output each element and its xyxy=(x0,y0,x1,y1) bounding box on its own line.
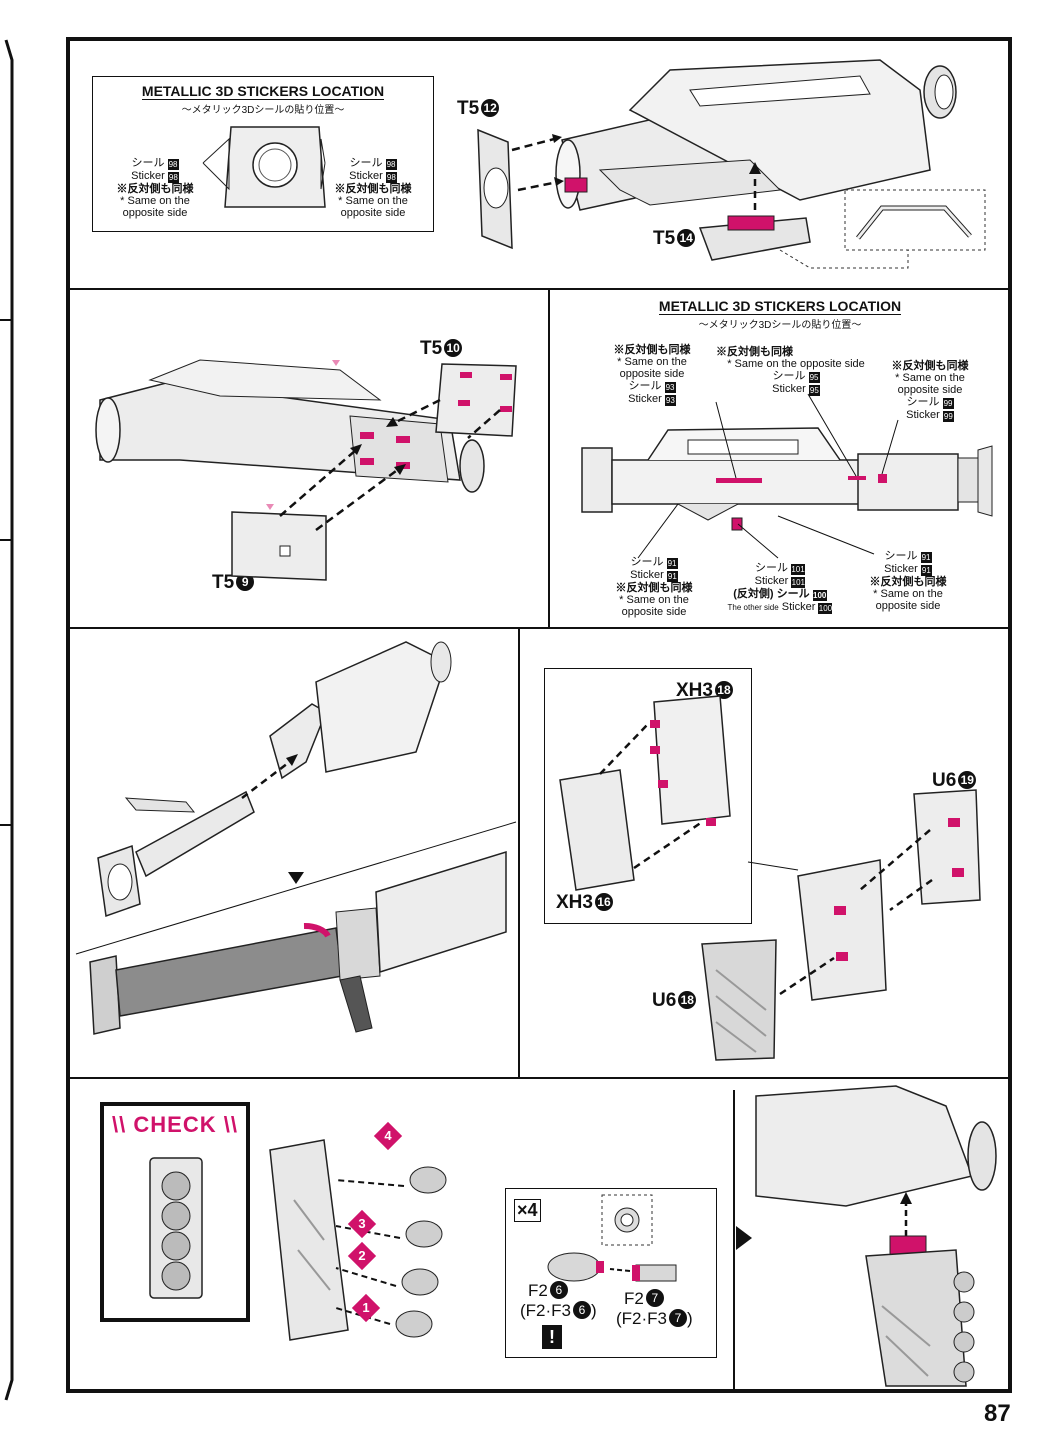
sticker-95-label: ※反対側も同様 * Same on the opposite side シール … xyxy=(716,346,865,396)
page-number: 87 xyxy=(984,1400,1011,1427)
sticker-91b-label: シール 91 Sticker 91 ※反対側も同様 * Same on the … xyxy=(869,550,947,612)
multiplier-label: ×4 xyxy=(514,1199,541,1222)
shield-assembly-drawing xyxy=(559,695,981,1061)
row-divider-3 xyxy=(66,1077,1012,1079)
sticker-98-left-label: シール 98 Sticker 98 ※反対側も同様 * Same on the … xyxy=(116,157,194,219)
warning-icon: ! xyxy=(542,1325,562,1349)
rotation-assembly-drawing xyxy=(75,641,517,1035)
check-magazine-drawing xyxy=(149,1157,203,1299)
sticker-91a-label: シール 91 Sticker 91 ※反対側も同様 * Same on the … xyxy=(615,556,693,618)
next-step-arrow-icon xyxy=(736,1226,752,1250)
marker-3: 3 xyxy=(347,1209,377,1239)
stickers-title-2: METALLIC 3D STICKERS LOCATION xyxy=(658,298,902,315)
sticker-93-label: ※反対側も同様 * Same on the opposite side シール … xyxy=(613,344,691,406)
sticker-plate-drawing xyxy=(202,126,326,208)
sticker-99-label: ※反対側も同様 * Same on the opposite side シール … xyxy=(891,360,969,422)
launcher-side-view xyxy=(581,393,993,559)
check-label: \\ CHECK \\ xyxy=(112,1112,238,1137)
launcher-assembly-drawing-1 xyxy=(477,59,986,269)
marker-2: 2 xyxy=(347,1241,377,1271)
col-divider-4 xyxy=(733,1090,735,1392)
page-frame xyxy=(66,37,1012,1393)
sticker-location-box-1: METALLIC 3D STICKERS LOCATION 〜メタリック3Dシー… xyxy=(92,76,434,232)
row-divider-1 xyxy=(66,288,1012,290)
stickers-box-title: METALLIC 3D STICKERS LOCATION xyxy=(141,83,385,100)
launcher-assembly-drawing-2 xyxy=(95,359,517,581)
row-divider-2 xyxy=(66,627,1012,629)
sticker-location-header-2: METALLIC 3D STICKERS LOCATION 〜メタリック3Dシー… xyxy=(560,298,1000,331)
stickers-box-subtitle: 〜メタリック3Dシールの貼り位置〜 xyxy=(181,105,345,116)
check-box: \\ CHECK \\ xyxy=(100,1102,250,1322)
stickers-subtitle-2: 〜メタリック3Dシールの貼り位置〜 xyxy=(698,320,862,331)
marker-4: 4 xyxy=(373,1121,403,1151)
sticker-98-right-label: シール 98 Sticker 98 ※反対側も同様 * Same on the … xyxy=(334,157,412,219)
marker-1: 1 xyxy=(351,1293,381,1323)
margin-rail xyxy=(0,39,14,1401)
sticker-101-label: シール 101 Sticker 101 (反対側) シール 100 The ot… xyxy=(727,562,833,614)
col-divider-3 xyxy=(518,627,520,1078)
col-divider-2 xyxy=(548,288,550,628)
zoom-inset-box xyxy=(544,668,752,924)
final-assembly-drawing xyxy=(755,1085,997,1387)
magazine-rounds-drawing xyxy=(269,1139,447,1341)
round-detail-drawing xyxy=(547,1194,677,1282)
